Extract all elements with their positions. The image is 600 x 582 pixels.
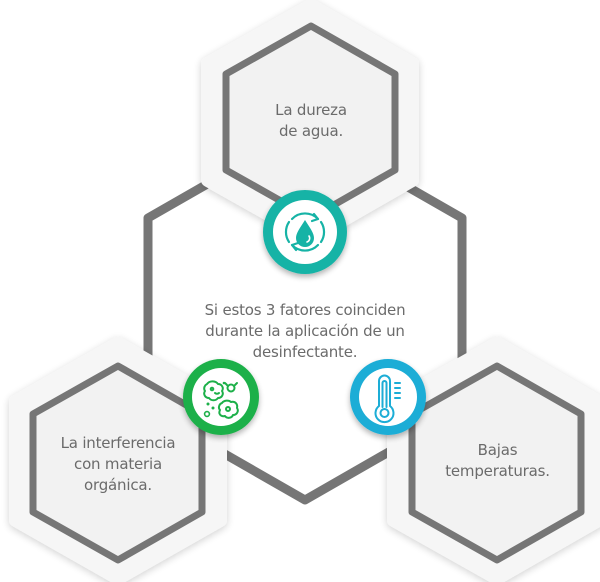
right-hexagon	[387, 337, 600, 582]
label-line: temperaturas.	[445, 462, 550, 480]
label-line: La interferencia	[60, 434, 176, 452]
left-hexagon-label: La interferencia con materia orgánica.	[38, 433, 198, 496]
label-line: orgánica.	[84, 476, 152, 494]
center-hexagon-label: Si estos 3 fatores coinciden durante la …	[175, 300, 435, 363]
right-hexagon-label: Bajas temperaturas.	[420, 440, 575, 482]
label-line: Si estos 3 fatores coinciden	[204, 301, 406, 319]
label-line: Bajas	[477, 441, 518, 459]
organic-matter-icon	[183, 359, 259, 435]
label-line: desinfectante.	[252, 343, 358, 361]
thermometer-icon	[350, 359, 426, 435]
top-hexagon-label: La dureza de agua.	[236, 100, 386, 142]
water-drop-cycle-icon	[263, 190, 347, 274]
label-line: con materia	[74, 455, 162, 473]
top-hexagon	[201, 0, 419, 245]
label-line: La dureza	[275, 101, 347, 119]
label-line: durante la aplicación de un	[205, 322, 405, 340]
label-line: de agua.	[278, 122, 344, 140]
